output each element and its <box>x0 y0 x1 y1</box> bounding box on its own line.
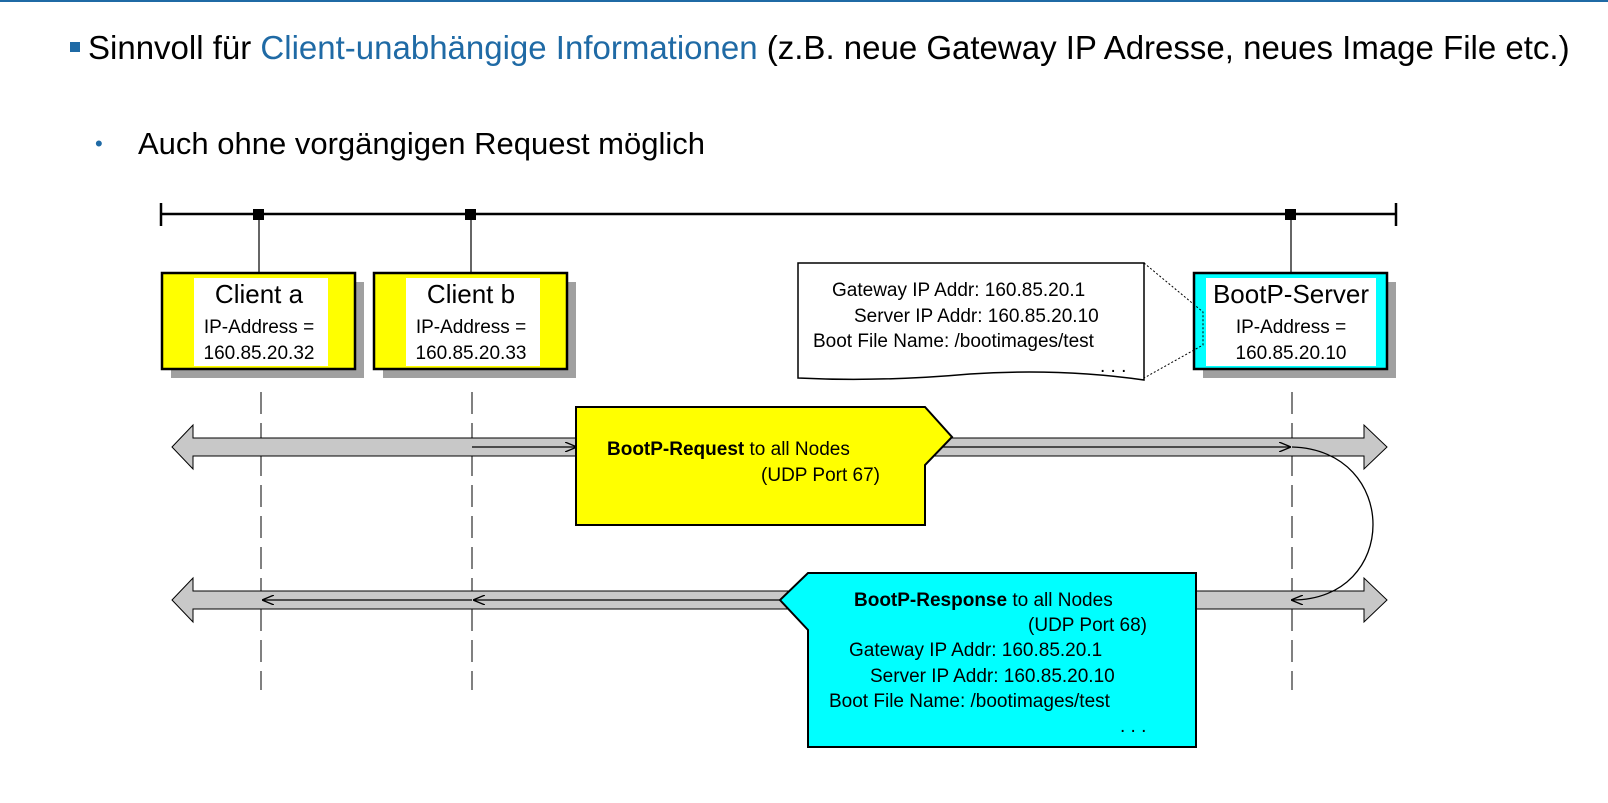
response-label-rest: to all Nodes <box>1007 590 1113 611</box>
node-ip-label: IP-Address = <box>1236 317 1346 338</box>
response-label: BootP-Response to all Nodes <box>854 590 1113 611</box>
bootp-response-callout: BootP-Response to all Nodes (UDP Port 68… <box>778 572 1197 748</box>
bullet-main-highlight: Client-unabhängige Informationen <box>260 29 758 66</box>
node-title: Client b <box>427 279 515 309</box>
bullet-sub-text: Auch ohne vorgängigen Request möglich <box>138 126 705 161</box>
node-ip-label: IP-Address = <box>204 317 314 338</box>
node-ip-value: 160.85.20.10 <box>1236 343 1347 364</box>
bootp-request-callout: BootP-Request to all Nodes (UDP Port 67) <box>575 406 954 526</box>
note-line: Boot File Name: /bootimages/test <box>813 331 1095 352</box>
response-line: Server IP Addr: 160.85.20.10 <box>870 666 1115 687</box>
request-label-bold: BootP-Request <box>607 439 745 460</box>
response-line: Boot File Name: /bootimages/test <box>829 691 1111 712</box>
note-line: . . . <box>1100 356 1126 377</box>
node-title: Client a <box>215 279 304 309</box>
node-ip-value: 160.85.20.33 <box>416 343 527 364</box>
note-line: Gateway IP Addr: 160.85.20.1 <box>832 280 1085 301</box>
response-line: Gateway IP Addr: 160.85.20.1 <box>849 640 1102 661</box>
node-client-a: Client a IP-Address = 160.85.20.32 <box>160 271 364 378</box>
bullet-main-text: Sinnvoll für Client-unabhängige Informat… <box>88 27 1588 69</box>
bullet-main-pre: Sinnvoll für <box>88 29 261 66</box>
node-client-b: Client b IP-Address = 160.85.20.33 <box>372 271 576 378</box>
node-title: BootP-Server <box>1213 279 1369 309</box>
request-label-rest: to all Nodes <box>744 439 850 460</box>
request-port: (UDP Port 67) <box>761 465 880 486</box>
node-ip-label: IP-Address = <box>416 317 526 338</box>
bullet-main-post: (z.B. neue Gateway IP Adresse, neues Ima… <box>757 29 1570 66</box>
top-rule <box>0 0 1608 2</box>
response-line: . . . <box>1120 716 1146 737</box>
square-bullet-icon <box>70 42 80 52</box>
node-ip-value: 160.85.20.32 <box>204 343 315 364</box>
network-bus <box>159 203 1398 273</box>
response-label-bold: BootP-Response <box>854 590 1007 611</box>
node-bootp-server: BootP-Server IP-Address = 160.85.20.10 <box>1192 271 1396 378</box>
response-port: (UDP Port 68) <box>1028 615 1147 636</box>
request-label: BootP-Request to all Nodes <box>607 439 850 460</box>
dot-bullet-icon: • <box>95 131 103 156</box>
server-config-note: Gateway IP Addr: 160.85.20.1 Server IP A… <box>797 262 1204 381</box>
server-turnaround-arrow <box>1292 446 1374 600</box>
note-line: Server IP Addr: 160.85.20.10 <box>854 306 1099 327</box>
